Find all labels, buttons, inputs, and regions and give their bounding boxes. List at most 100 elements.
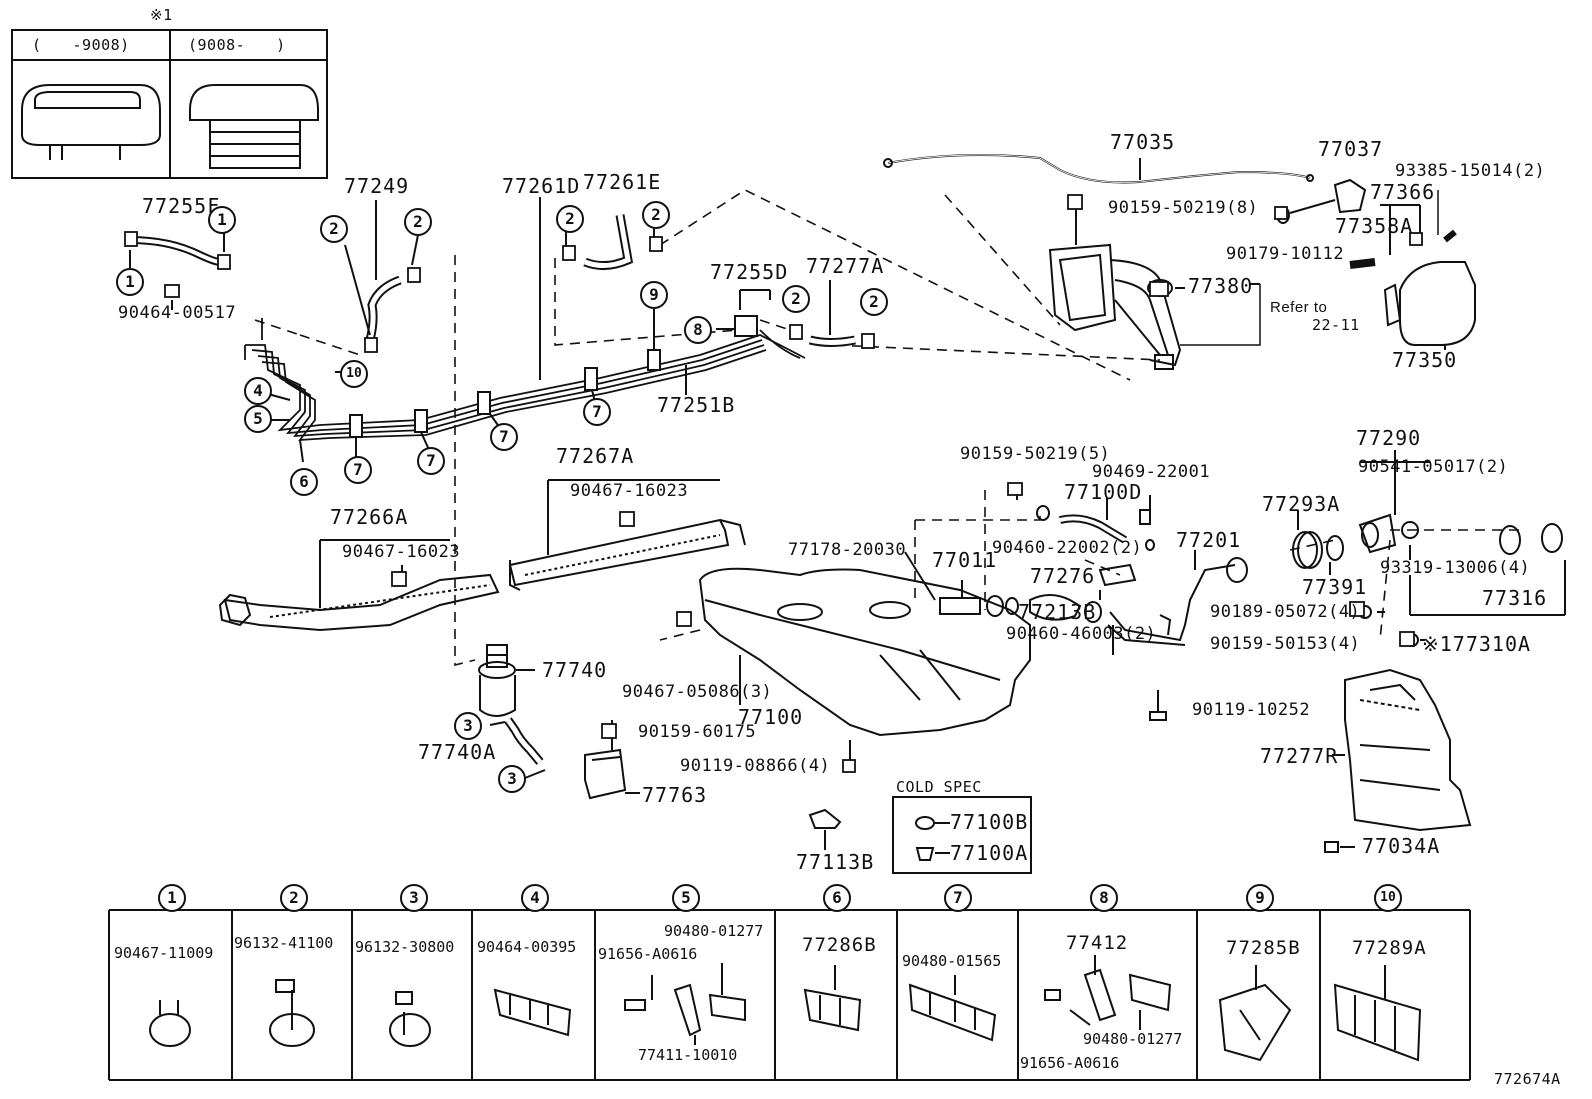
part-77178-20030: 77178-20030 <box>788 540 907 560</box>
part-77249: 77249 <box>344 174 410 198</box>
part-77277R: 77277R <box>1260 744 1339 768</box>
part-77037: 77037 <box>1318 137 1384 161</box>
table-col-2-number: 2 <box>280 884 308 912</box>
part-77251B: 77251B <box>657 393 736 417</box>
table-col-5-number: 5 <box>672 884 700 912</box>
table-4-part: 90464-00395 <box>477 938 577 956</box>
part-77100A: 77100A <box>950 841 1029 865</box>
part-90119-10252: 90119-10252 <box>1192 700 1311 720</box>
part-77763: 77763 <box>642 783 708 807</box>
callout-1-a: 1 <box>208 206 236 234</box>
callout-3-a: 3 <box>454 712 482 740</box>
part-77213B: 77213B <box>1018 600 1097 624</box>
part-77350: 77350 <box>1392 348 1458 372</box>
part-77201: 77201 <box>1176 528 1242 552</box>
refer-to-text: Refer to <box>1270 299 1328 316</box>
part-90179-10112: 90179-10112 <box>1226 244 1345 264</box>
callout-3-b: 3 <box>498 765 526 793</box>
table-8-part-b: 90480-01277 <box>1083 1030 1183 1048</box>
callout-5: 5 <box>244 405 272 433</box>
callout-2-e: 2 <box>782 285 810 313</box>
part-90460-46003: 90460-46003(2) <box>1006 624 1157 644</box>
table-8-part-a: 77412 <box>1066 932 1129 954</box>
inset-figure <box>11 29 328 179</box>
part-77113B: 77113B <box>796 850 875 874</box>
part-90460-22002: 90460-22002(2) <box>992 538 1143 558</box>
part-90159-50219-5: 90159-50219(5) <box>960 444 1111 464</box>
part-77100B: 77100B <box>950 810 1029 834</box>
refer-page: 22-11 <box>1312 316 1360 334</box>
table-col-9-number: 9 <box>1246 884 1274 912</box>
callout-4: 4 <box>244 377 272 405</box>
table-col-4-number: 4 <box>521 884 549 912</box>
table-col-10-number: 10 <box>1374 884 1402 912</box>
note-mark: ※1 <box>150 6 173 24</box>
part-90469-22001: 90469-22001 <box>1092 462 1211 482</box>
table-7-part: 90480-01565 <box>902 952 1002 970</box>
inset-right-range: (9008- ) <box>188 36 286 54</box>
part-77358A: 77358A <box>1335 214 1414 238</box>
part-77380: 77380 <box>1188 274 1254 298</box>
table-5-part-a: 90480-01277 <box>664 922 764 940</box>
part-77740A: 77740A <box>418 740 497 764</box>
part-77261D: 77261D <box>502 174 581 198</box>
table-col-1-number: 1 <box>158 884 186 912</box>
part-90159-60175: 90159-60175 <box>638 722 757 742</box>
part-90467-05086: 90467-05086(3) <box>622 682 773 702</box>
part-77366: 77366 <box>1370 180 1436 204</box>
part-90189-05072: 90189-05072(4) <box>1210 602 1361 622</box>
table-5-part-c: 77411-10010 <box>638 1046 738 1064</box>
part-77261E: 77261E <box>583 170 662 194</box>
callout-10: 10 <box>340 360 368 388</box>
figure-id: 772674A <box>1494 1070 1561 1088</box>
part-93385-15014: 93385-15014(2) <box>1395 161 1546 181</box>
part-77255F: 77255F <box>142 194 221 218</box>
part-77267A: 77267A <box>556 444 635 468</box>
part-77034A: 77034A <box>1362 834 1441 858</box>
table-1-part: 90467-11009 <box>114 944 214 962</box>
callout-2-b: 2 <box>404 208 432 236</box>
part-90464-00517: 90464-00517 <box>118 303 237 323</box>
legend-table-grid <box>108 909 1471 1081</box>
part-90467-16023-upper: 90467-16023 <box>570 481 689 501</box>
table-9-part: 77285B <box>1226 937 1301 959</box>
part-90159-50219-8: 90159-50219(8) <box>1108 198 1259 218</box>
part-77310A: ※177310A <box>1422 632 1532 656</box>
part-90119-08866: 90119-08866(4) <box>680 756 831 776</box>
table-10-part: 77289A <box>1352 937 1427 959</box>
table-col-7-number: 7 <box>944 884 972 912</box>
part-77277A: 77277A <box>806 254 885 278</box>
callout-1-b: 1 <box>116 268 144 296</box>
table-6-part: 77286B <box>802 934 877 956</box>
callout-7-c: 7 <box>490 423 518 451</box>
callout-7-b: 7 <box>417 447 445 475</box>
part-77266A: 77266A <box>330 505 409 529</box>
table-col-8-number: 8 <box>1090 884 1118 912</box>
part-77011: 77011 <box>932 548 998 572</box>
callout-2-c: 2 <box>556 205 584 233</box>
part-77100D: 77100D <box>1064 480 1143 504</box>
callout-7-d: 7 <box>583 398 611 426</box>
part-90467-16023-lower: 90467-16023 <box>342 542 461 562</box>
table-col-3-number: 3 <box>400 884 428 912</box>
part-77255D: 77255D <box>710 260 789 284</box>
callout-9: 9 <box>640 281 668 309</box>
table-8-part-c: 91656-A0616 <box>1020 1054 1120 1072</box>
part-77293A: 77293A <box>1262 492 1341 516</box>
table-5-part-b: 91656-A0616 <box>598 945 698 963</box>
part-77740: 77740 <box>542 658 608 682</box>
part-77391: 77391 <box>1302 575 1368 599</box>
callout-6: 6 <box>290 468 318 496</box>
part-77100: 77100 <box>738 705 804 729</box>
table-3-part: 96132-30800 <box>355 938 455 956</box>
callout-2-a: 2 <box>320 215 348 243</box>
part-77276: 77276 <box>1030 564 1096 588</box>
cold-spec-title: COLD SPEC <box>896 778 982 796</box>
callout-7-a: 7 <box>344 456 372 484</box>
part-90541-05017: 90541-05017(2) <box>1358 457 1509 477</box>
table-col-6-number: 6 <box>823 884 851 912</box>
part-93319-13006: 93319-13006(4) <box>1380 558 1531 578</box>
part-77316: 77316 <box>1482 586 1548 610</box>
